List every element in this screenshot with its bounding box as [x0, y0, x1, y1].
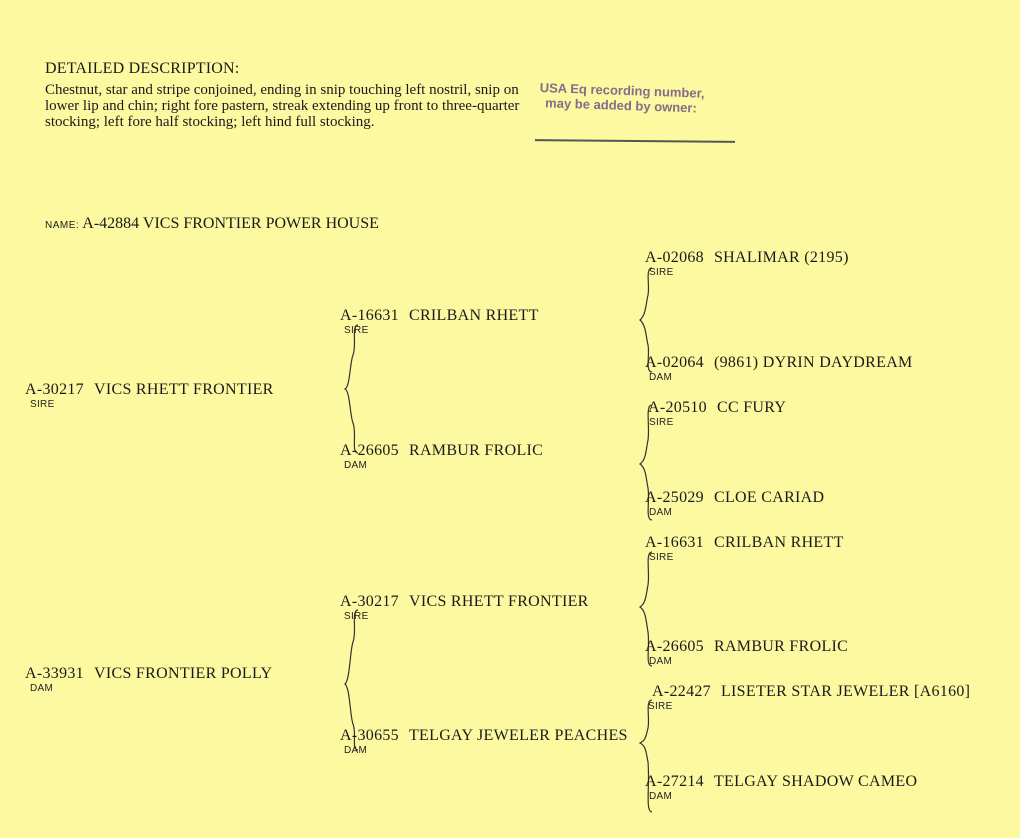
- sire-sire-entry: A-16631 CRILBAN RHETT SIRE: [340, 307, 539, 336]
- role-label: SIRE: [344, 325, 369, 336]
- reg-number: A-25029: [645, 489, 704, 506]
- horse-name: LISETER STAR JEWELER [A6160]: [720, 683, 971, 700]
- role-label: DAM: [344, 460, 368, 471]
- role-label: SIRE: [344, 611, 369, 622]
- brace-dam-sire: [638, 551, 653, 667]
- brace-sire: [343, 324, 359, 454]
- reg-number: A-30655: [340, 727, 399, 744]
- name-label: NAME:: [45, 220, 80, 231]
- reg-number: A-26605: [340, 442, 399, 459]
- brace-sire-dam: [638, 404, 653, 521]
- role-label: DAM: [649, 372, 673, 383]
- ds-dam-entry: A-26605 RAMBUR FROLIC DAM: [645, 638, 848, 667]
- horse-name: CRILBAN RHETT: [713, 534, 844, 551]
- description-text: Chestnut, star and stripe conjoined, end…: [45, 82, 520, 130]
- horse-name: RAMBUR FROLIC: [408, 442, 544, 459]
- horse-name: VICS FRONTIER POLLY: [93, 665, 273, 682]
- role-label: DAM: [649, 791, 673, 802]
- horse-name: RAMBUR FROLIC: [713, 638, 849, 655]
- role-label: SIRE: [30, 399, 55, 410]
- reg-number: A-22427: [652, 683, 711, 700]
- role-label: DAM: [344, 745, 368, 756]
- dd-sire-entry: A-22427 LISETER STAR JEWELER [A6160] SIRE: [648, 683, 971, 712]
- reg-number: A-26605: [645, 638, 704, 655]
- ss-sire-entry: A-02068 SHALIMAR (2195) SIRE: [645, 249, 849, 278]
- horse-name: CRILBAN RHETT: [408, 307, 539, 324]
- brace-dam-dam: [638, 699, 653, 813]
- horse-name: TELGAY SHADOW CAMEO: [713, 773, 918, 790]
- role-label: DAM: [649, 656, 673, 667]
- reg-number: A-20510: [648, 399, 707, 416]
- horse-name: VICS RHETT FRONTIER: [93, 381, 274, 398]
- sire-dam-entry: A-26605 RAMBUR FROLIC DAM: [340, 442, 543, 471]
- reg-number: A-02064: [645, 354, 704, 371]
- horse-name: CC FURY: [716, 399, 787, 416]
- horse-name: A-42884 VICS FRONTIER POWER HOUSE: [82, 215, 379, 232]
- ds-sire-entry: A-16631 CRILBAN RHETT SIRE: [645, 534, 844, 563]
- dd-dam-entry: A-27214 TELGAY SHADOW CAMEO DAM: [645, 773, 917, 802]
- role-label: SIRE: [649, 267, 674, 278]
- role-label: SIRE: [648, 701, 673, 712]
- dam-entry: A-33931 VICS FRONTIER POLLY DAM: [25, 665, 272, 694]
- reg-number: A-27214: [645, 773, 704, 790]
- role-label: SIRE: [649, 552, 674, 563]
- horse-name: CLOE CARIAD: [713, 489, 825, 506]
- reg-number: A-30217: [340, 593, 399, 610]
- dam-dam-entry: A-30655 TELGAY JEWELER PEACHES DAM: [340, 727, 628, 756]
- sd-dam-entry: A-25029 CLOE CARIAD DAM: [645, 489, 824, 518]
- description-title: DETAILED DESCRIPTION:: [45, 60, 240, 77]
- reg-number: A-30217: [25, 381, 84, 398]
- role-label: DAM: [649, 507, 673, 518]
- reg-number: A-02068: [645, 249, 704, 266]
- sd-sire-entry: A-20510 CC FURY SIRE: [648, 399, 786, 428]
- reg-number: A-33931: [25, 665, 84, 682]
- ss-dam-entry: A-02064 (9861) DYRIN DAYDREAM DAM: [645, 354, 913, 383]
- brace-dam: [344, 609, 359, 751]
- horse-name: TELGAY JEWELER PEACHES: [408, 727, 628, 744]
- reg-number: A-16631: [645, 534, 704, 551]
- horse-name-row: NAME: A-42884 VICS FRONTIER POWER HOUSE: [45, 215, 379, 233]
- horse-name: VICS RHETT FRONTIER: [408, 593, 589, 610]
- role-label: DAM: [30, 683, 54, 694]
- role-label: SIRE: [649, 417, 674, 428]
- dam-sire-entry: A-30217 VICS RHETT FRONTIER SIRE: [340, 593, 589, 622]
- reg-number: A-16631: [340, 307, 399, 324]
- brace-sire-sire: [639, 267, 653, 373]
- horse-name: (9861) DYRIN DAYDREAM: [713, 354, 913, 371]
- sire-entry: A-30217 VICS RHETT FRONTIER SIRE: [25, 381, 274, 410]
- horse-name: SHALIMAR (2195): [713, 249, 849, 266]
